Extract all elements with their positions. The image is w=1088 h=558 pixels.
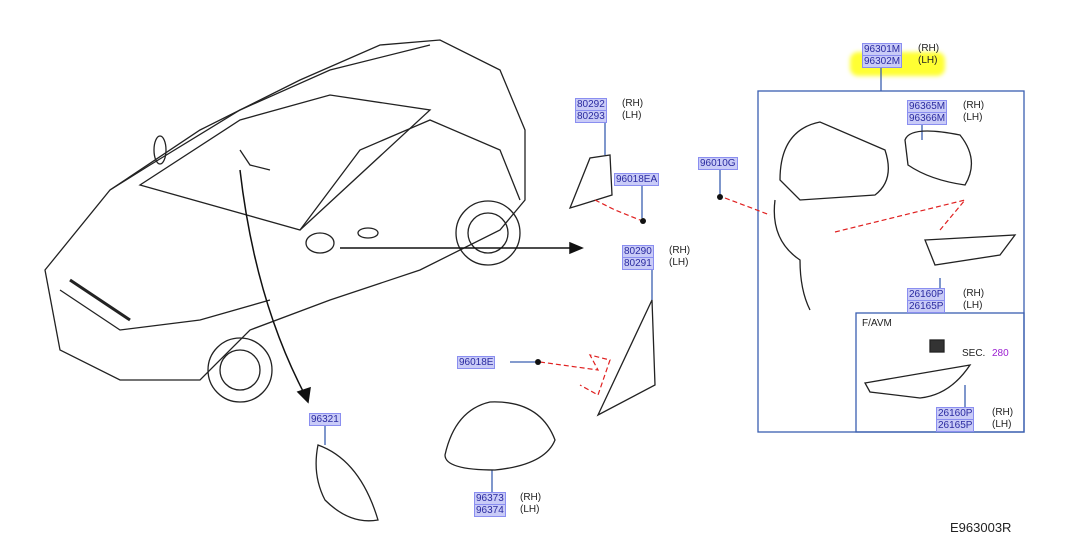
- side-lh: (LH): [669, 257, 689, 268]
- pointer-arrows: [239, 169, 584, 404]
- part-80293[interactable]: 80293: [575, 110, 607, 123]
- side-rh: (RH): [992, 407, 1014, 418]
- assembly-dashes: [539, 197, 967, 396]
- side-lh: (LH): [992, 419, 1012, 430]
- side-lh: (LH): [918, 55, 938, 66]
- frames-and-leaders: [324, 66, 1025, 493]
- part-26165P[interactable]: 26165P: [907, 300, 946, 313]
- side-rh: (RH): [520, 492, 542, 503]
- part-96010G[interactable]: 96010G: [698, 157, 738, 170]
- side-lh: (LH): [963, 300, 983, 311]
- favm-label: F/AVM: [862, 318, 892, 329]
- part-96321[interactable]: 96321: [309, 413, 341, 426]
- side-rh: (RH): [669, 245, 691, 256]
- side-lh: (LH): [622, 110, 642, 121]
- car-illustration: [44, 39, 526, 403]
- part-80291[interactable]: 80291: [622, 257, 654, 270]
- diagram-code: E963003R: [950, 520, 1012, 535]
- part-96366M[interactable]: 96366M: [907, 112, 948, 125]
- part-shapes: [315, 121, 1017, 522]
- side-rh: (RH): [918, 43, 940, 54]
- sec-label: SEC.: [962, 348, 986, 359]
- part-96302M[interactable]: 96302M: [862, 55, 903, 68]
- side-lh: (LH): [520, 504, 540, 515]
- part-26165P-avm[interactable]: 26165P: [936, 419, 975, 432]
- clip-dots: [535, 194, 723, 365]
- sec-number-link[interactable]: 280: [992, 348, 1009, 359]
- part-96374[interactable]: 96374: [474, 504, 506, 517]
- side-rh: (RH): [963, 288, 985, 299]
- part-96018EA[interactable]: 96018EA: [614, 173, 660, 186]
- side-rh: (RH): [622, 98, 644, 109]
- side-lh: (LH): [963, 112, 983, 123]
- side-rh: (RH): [963, 100, 985, 111]
- part-96018E[interactable]: 96018E: [457, 356, 496, 369]
